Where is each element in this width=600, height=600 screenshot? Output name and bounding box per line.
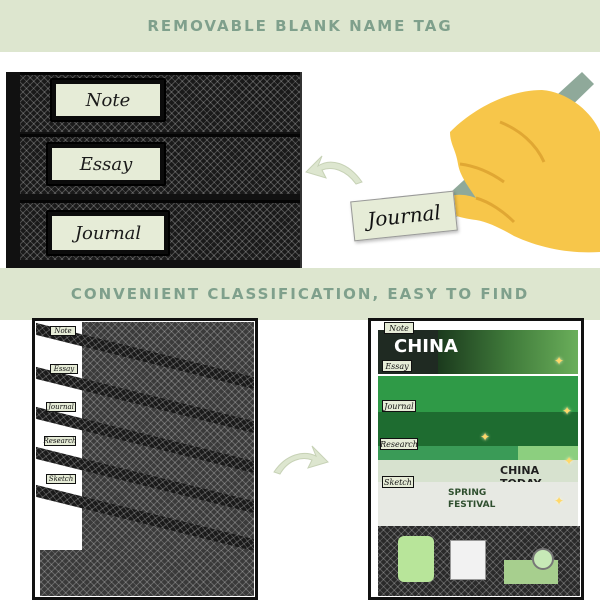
sparkle-icon: ✦ xyxy=(554,354,565,368)
hand-writing-illustration xyxy=(300,52,600,268)
closeup-tag-note: Note xyxy=(56,84,160,116)
right-tag-research: Research xyxy=(380,438,418,450)
closeup-tag-journal: Journal xyxy=(52,216,164,250)
sparkle-icon: ✦ xyxy=(562,404,573,418)
top-banner-text: REMOVABLE BLANK NAME TAG xyxy=(147,17,453,35)
middle-banner-text: CONVENIENT CLASSIFICATION, EASY TO FIND xyxy=(70,285,530,303)
magazine: CHINA TODAY xyxy=(378,460,578,482)
sparkle-icon: ✦ xyxy=(554,494,565,508)
sparkle-icon: ✦ xyxy=(480,430,491,444)
left-tag-research: Research xyxy=(43,436,77,446)
organizer-frame xyxy=(368,318,584,600)
magazine-title: CHINA TODAY xyxy=(500,464,541,482)
right-tag-essay: Essay xyxy=(382,360,412,372)
magazine: SPRING FESTIVAL xyxy=(378,482,578,526)
organizer-frame xyxy=(32,318,258,600)
closeup-tag-essay: Essay xyxy=(52,148,160,180)
left-tag-essay: Essay xyxy=(50,364,78,374)
closeup-organizer: Note Essay Journal xyxy=(6,72,302,268)
closeup-tag-holder: Note xyxy=(50,78,166,122)
sparkle-icon: ✦ xyxy=(564,454,575,468)
right-tag-note: Note xyxy=(384,322,414,334)
closeup-tag-holder: Journal xyxy=(46,210,170,256)
magazine-subtitle: FESTIVAL xyxy=(448,500,496,510)
top-banner: REMOVABLE BLANK NAME TAG xyxy=(0,0,600,52)
right-tag-journal: Journal xyxy=(382,400,416,412)
left-tag-sketch: Sketch xyxy=(46,474,76,484)
desk-item xyxy=(398,536,434,582)
left-tag-note: Note xyxy=(50,326,76,336)
middle-banner: CONVENIENT CLASSIFICATION, EASY TO FIND xyxy=(0,268,600,320)
magazine-subtitle: SPRING xyxy=(448,488,487,498)
closeup-tag-holder: Essay xyxy=(46,142,166,186)
curved-arrow-icon xyxy=(305,155,363,185)
hand-writing-icon xyxy=(430,72,600,253)
tape-item xyxy=(532,548,554,570)
curved-arrow-icon xyxy=(273,445,329,475)
left-tag-journal: Journal xyxy=(46,402,76,412)
desk-item xyxy=(450,540,486,580)
filled-organizer: CHINA CHINA TODAY SPRING FESTIVAL Note E… xyxy=(364,314,586,600)
magazine-title: CHINA xyxy=(394,336,458,357)
empty-organizer: Note Essay Journal Research Sketch xyxy=(26,314,262,600)
right-tag-sketch: Sketch xyxy=(382,476,414,488)
organizer-bottom-tray xyxy=(40,550,254,596)
